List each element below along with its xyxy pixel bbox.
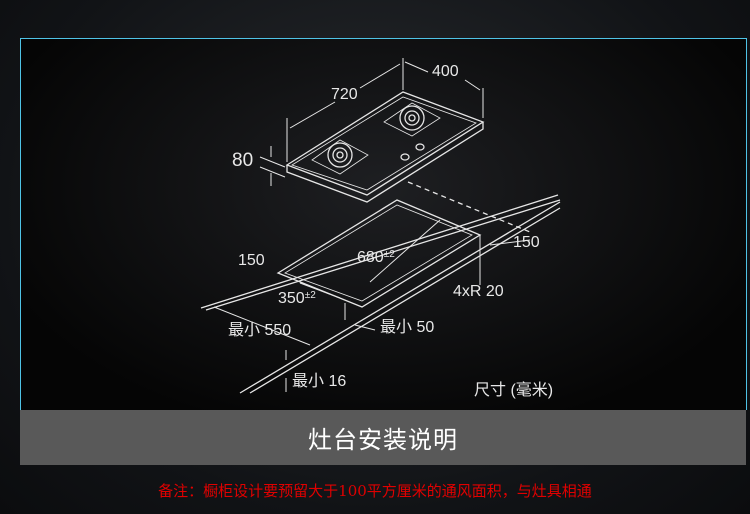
dim-width: 720	[331, 86, 358, 103]
dim-min-depth: 最小 550	[228, 322, 292, 339]
units-label: 尺寸 (毫米)	[474, 382, 554, 399]
dim-min-front: 最小 50	[380, 319, 435, 336]
diagram-frame	[20, 38, 747, 410]
cut-width-tolerance: ±2	[304, 290, 316, 301]
title-banner: 灶台安装说明	[20, 410, 746, 465]
page-title: 灶台安装说明	[308, 427, 458, 454]
dim-min-thickness: 最小 16	[292, 373, 347, 390]
cut-width-value: 350	[278, 290, 305, 307]
cooktop-drawing	[285, 91, 485, 203]
dim-side-left: 150	[238, 252, 265, 269]
dim-cut-length: 680±2	[357, 249, 395, 267]
dim-depth: 400	[432, 63, 459, 80]
cut-length-value: 680	[357, 249, 384, 266]
ventilation-note: 备注：橱柜设计要预留大于100平方厘米的通风面积，与灶具相通	[158, 482, 592, 500]
dim-height: 80	[232, 150, 254, 171]
dim-corner-radius: 4xR 20	[453, 283, 504, 300]
dim-cut-width: 350±2	[278, 290, 316, 308]
cut-length-tolerance: ±2	[383, 249, 395, 260]
dim-side-right: 150	[513, 234, 540, 251]
countertop-drawing	[200, 181, 561, 394]
dimension-lines	[213, 58, 531, 392]
